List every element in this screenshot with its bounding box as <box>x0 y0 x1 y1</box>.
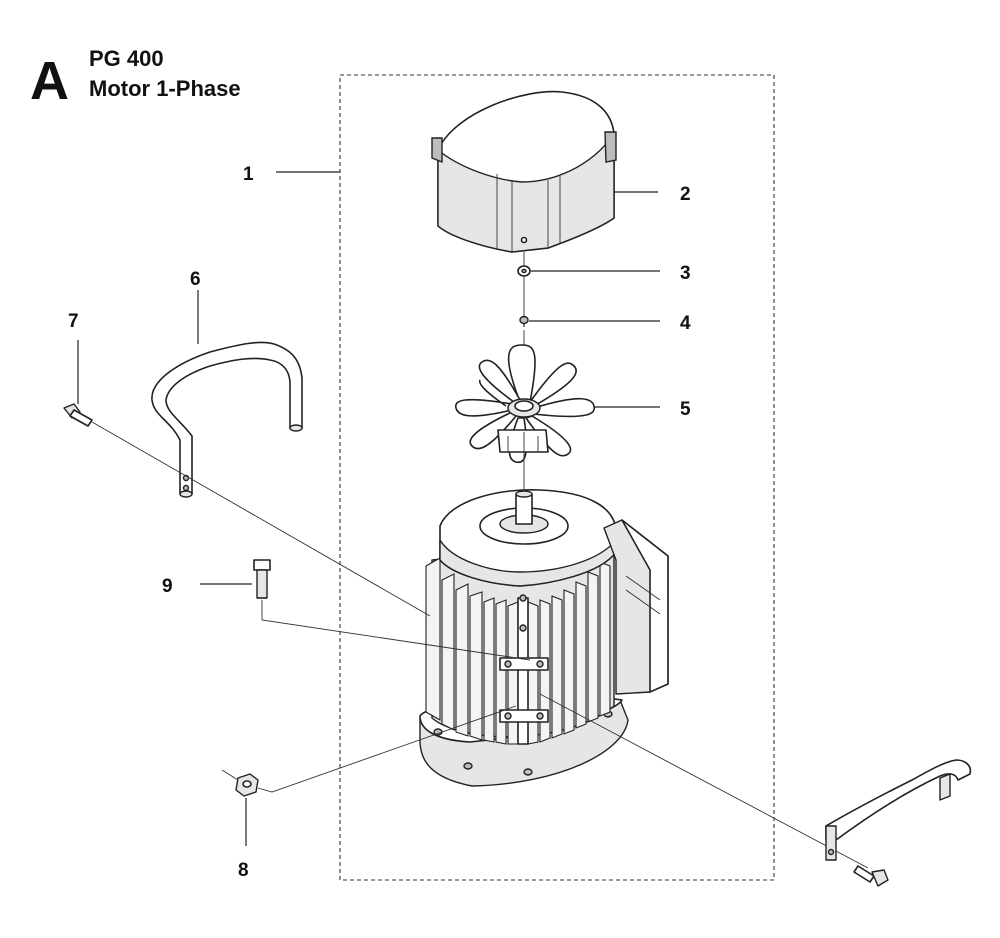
assembly-line-8 <box>257 705 517 793</box>
callout-3[interactable]: 3 <box>680 263 691 284</box>
assembly-boundary <box>339 74 775 881</box>
handle-bar-lower <box>825 759 972 861</box>
callout-1[interactable]: 1 <box>243 164 254 185</box>
bolt <box>253 559 271 599</box>
callout-2[interactable]: 2 <box>680 184 691 205</box>
assembly-line-lower <box>539 693 869 869</box>
motor <box>419 489 669 787</box>
washer <box>517 265 531 277</box>
assembly-line-9 <box>261 600 531 661</box>
fan-cover <box>431 90 617 253</box>
callout-4[interactable]: 4 <box>680 313 691 334</box>
handle-bolt-upper <box>63 403 93 427</box>
callout-9[interactable]: 9 <box>162 576 173 597</box>
assembly-line-7 <box>91 421 431 617</box>
handle-bar-upper <box>151 341 303 498</box>
callout-8[interactable]: 8 <box>238 860 249 881</box>
handle-bolt-lower <box>853 865 889 887</box>
fan <box>455 344 596 464</box>
callout-7[interactable]: 7 <box>68 311 79 332</box>
callout-5[interactable]: 5 <box>680 399 691 420</box>
model-name: PG 400 <box>89 46 164 71</box>
nut <box>235 773 259 797</box>
callout-6[interactable]: 6 <box>190 269 201 290</box>
diagram-title: Motor 1-Phase <box>89 76 241 101</box>
section-letter: A <box>30 51 69 111</box>
screw <box>519 315 529 327</box>
axis-8 <box>221 769 239 781</box>
